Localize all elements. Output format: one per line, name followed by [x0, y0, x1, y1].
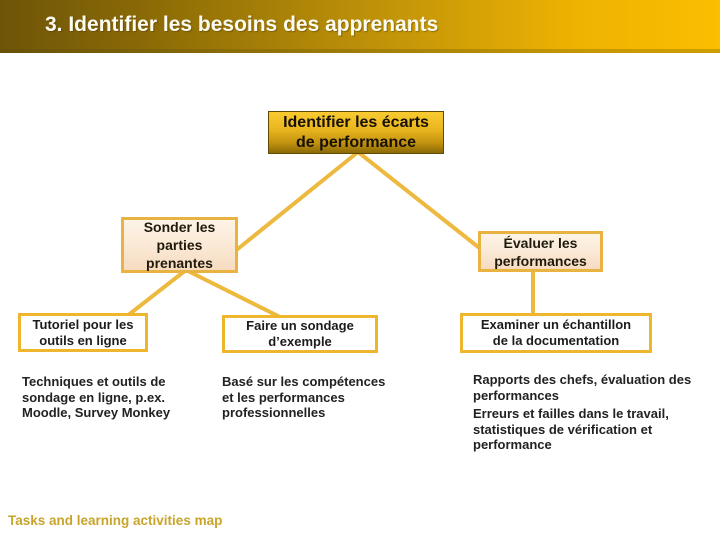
node-faire-sondage: Faire un sondage d’exemple — [222, 315, 378, 353]
header-bar: 3. Identifier les besoins des apprenants — [0, 0, 720, 53]
node-label-line: Examiner un échantillon — [480, 317, 632, 332]
note-line: Rapports des chefs, évaluation des — [473, 372, 692, 387]
note-line: sondage en ligne, p.ex. — [22, 389, 166, 405]
node-label-line: Évaluer les — [503, 234, 578, 251]
note-paragraph-erreurs: Erreurs et failles dans le travail, stat… — [473, 406, 713, 453]
note-line: Moodle, Survey Monkey — [22, 405, 171, 420]
note-base-competences: Basé sur les compétences et les performa… — [222, 374, 427, 421]
node-label-line: parties — [156, 237, 203, 253]
node-examiner-echantillon: Examiner un échantillon de la documentat… — [460, 313, 652, 353]
node-identifier-ecarts: Identifier les écarts de performance — [268, 111, 444, 154]
note-line: professionnelles — [222, 405, 326, 420]
note-line: performances — [473, 387, 559, 403]
note-line: Erreurs et failles dans le travail, — [473, 406, 669, 421]
connector-sonder-tutoriel — [125, 268, 188, 318]
note-rapports-erreurs: Rapports des chefs, évaluation des perfo… — [473, 372, 713, 453]
node-label-line: Faire un sondage — [246, 318, 354, 333]
node-label-line: performances — [494, 252, 587, 269]
node-label-line: Sonder les — [143, 219, 216, 235]
note-line: statistiques de vérification et — [473, 421, 653, 437]
note-line: et les performances — [222, 389, 345, 405]
slide-title: 3. Identifier les besoins des apprenants — [45, 13, 439, 36]
note-line: performance — [473, 437, 552, 452]
note-paragraph-rapports: Rapports des chefs, évaluation des perfo… — [473, 372, 713, 403]
node-label-line: prenantes — [146, 255, 213, 271]
connector-root-evaluer — [356, 150, 484, 252]
connector-root-sonder — [232, 150, 360, 254]
node-label-line: Identifier les écarts — [283, 113, 429, 131]
node-label-line: d’exemple — [268, 334, 332, 349]
node-sonder-parties: Sonder les parties prenantes — [121, 217, 238, 273]
node-tutoriel-outils: Tutoriel pour les outils en ligne — [18, 313, 148, 352]
connector-sonder-faire — [185, 268, 283, 320]
node-label-line: de performance — [295, 133, 417, 151]
node-label-line: Tutoriel pour les — [32, 316, 134, 332]
node-label-line: de la documentation — [492, 333, 620, 348]
note-techniques-outils: Techniques et outils de sondage en ligne… — [22, 374, 217, 421]
node-label-line: outils en ligne — [39, 332, 127, 348]
note-line: Techniques et outils de — [22, 374, 166, 389]
note-line: Basé sur les compétences — [222, 374, 386, 389]
footer-label: Tasks and learning activities map — [8, 513, 223, 528]
node-evaluer-performances: Évaluer les performances — [478, 231, 603, 272]
